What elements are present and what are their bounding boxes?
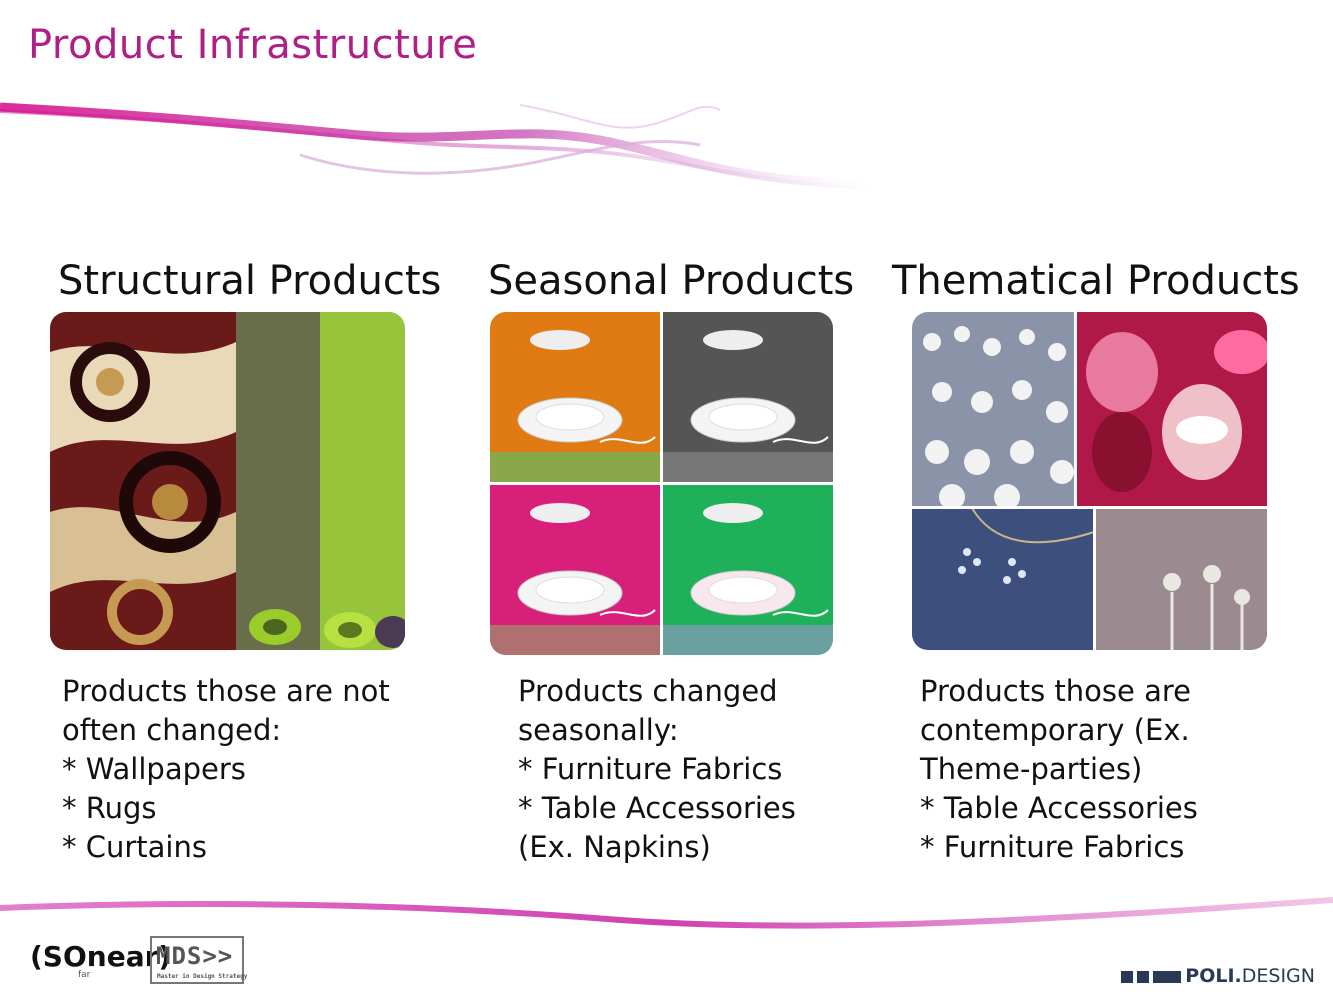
sonear-logo-subtext: far [78,970,91,980]
desc-line: Theme-parties) [920,752,1143,786]
sonear-logo: (SOnear) far [30,940,172,980]
mds-logo-subtext: Master in Design Strategy [157,973,248,980]
heading-structural-products: Structural Products [58,258,442,304]
structural-products-description: Products those are not often changed: * … [62,672,390,867]
desc-line: contemporary (Ex. [920,713,1190,747]
desc-line: seasonally: [518,713,679,747]
seasonal-products-image [490,312,833,655]
thematical-products-description: Products those are contemporary (Ex. The… [920,672,1198,867]
desc-line: * Rugs [62,791,157,825]
polidesign-logo-rest: DESIGN [1241,965,1315,987]
structural-products-image [50,312,405,650]
desc-line: * Table Accessories [518,791,796,825]
desc-line: Products those are [920,674,1191,708]
sonear-logo-text: (SOnear) [30,940,172,973]
mds-logo-text: MDS>> [156,942,234,970]
desc-line: Products those are not [62,674,390,708]
square-icon [1137,971,1150,983]
square-icon [1121,971,1134,983]
desc-line: * Furniture Fabrics [920,830,1185,864]
seasonal-products-description: Products changed seasonally: * Furniture… [518,672,796,867]
desc-line: * Curtains [62,830,207,864]
desc-line: often changed: [62,713,282,747]
mds-logo: MDS>> Master in Design Strategy [150,936,248,984]
heading-seasonal-products: Seasonal Products [488,258,855,304]
desc-line: * Table Accessories [920,791,1198,825]
thematical-products-image [912,312,1267,650]
decorative-swoosh [0,102,881,191]
desc-line: * Wallpapers [62,752,246,786]
decorative-bottom-line [0,897,1333,929]
polidesign-logo: POLI.DESIGN [1121,965,1315,987]
bar-icon [1153,971,1182,983]
desc-line: (Ex. Napkins) [518,830,711,864]
desc-line: Products changed [518,674,778,708]
slide-title: Product Infrastructure [28,22,478,68]
desc-line: * Furniture Fabrics [518,752,783,786]
polidesign-logo-bold: POLI. [1185,965,1242,987]
heading-thematical-products: Thematical Products [892,258,1300,304]
